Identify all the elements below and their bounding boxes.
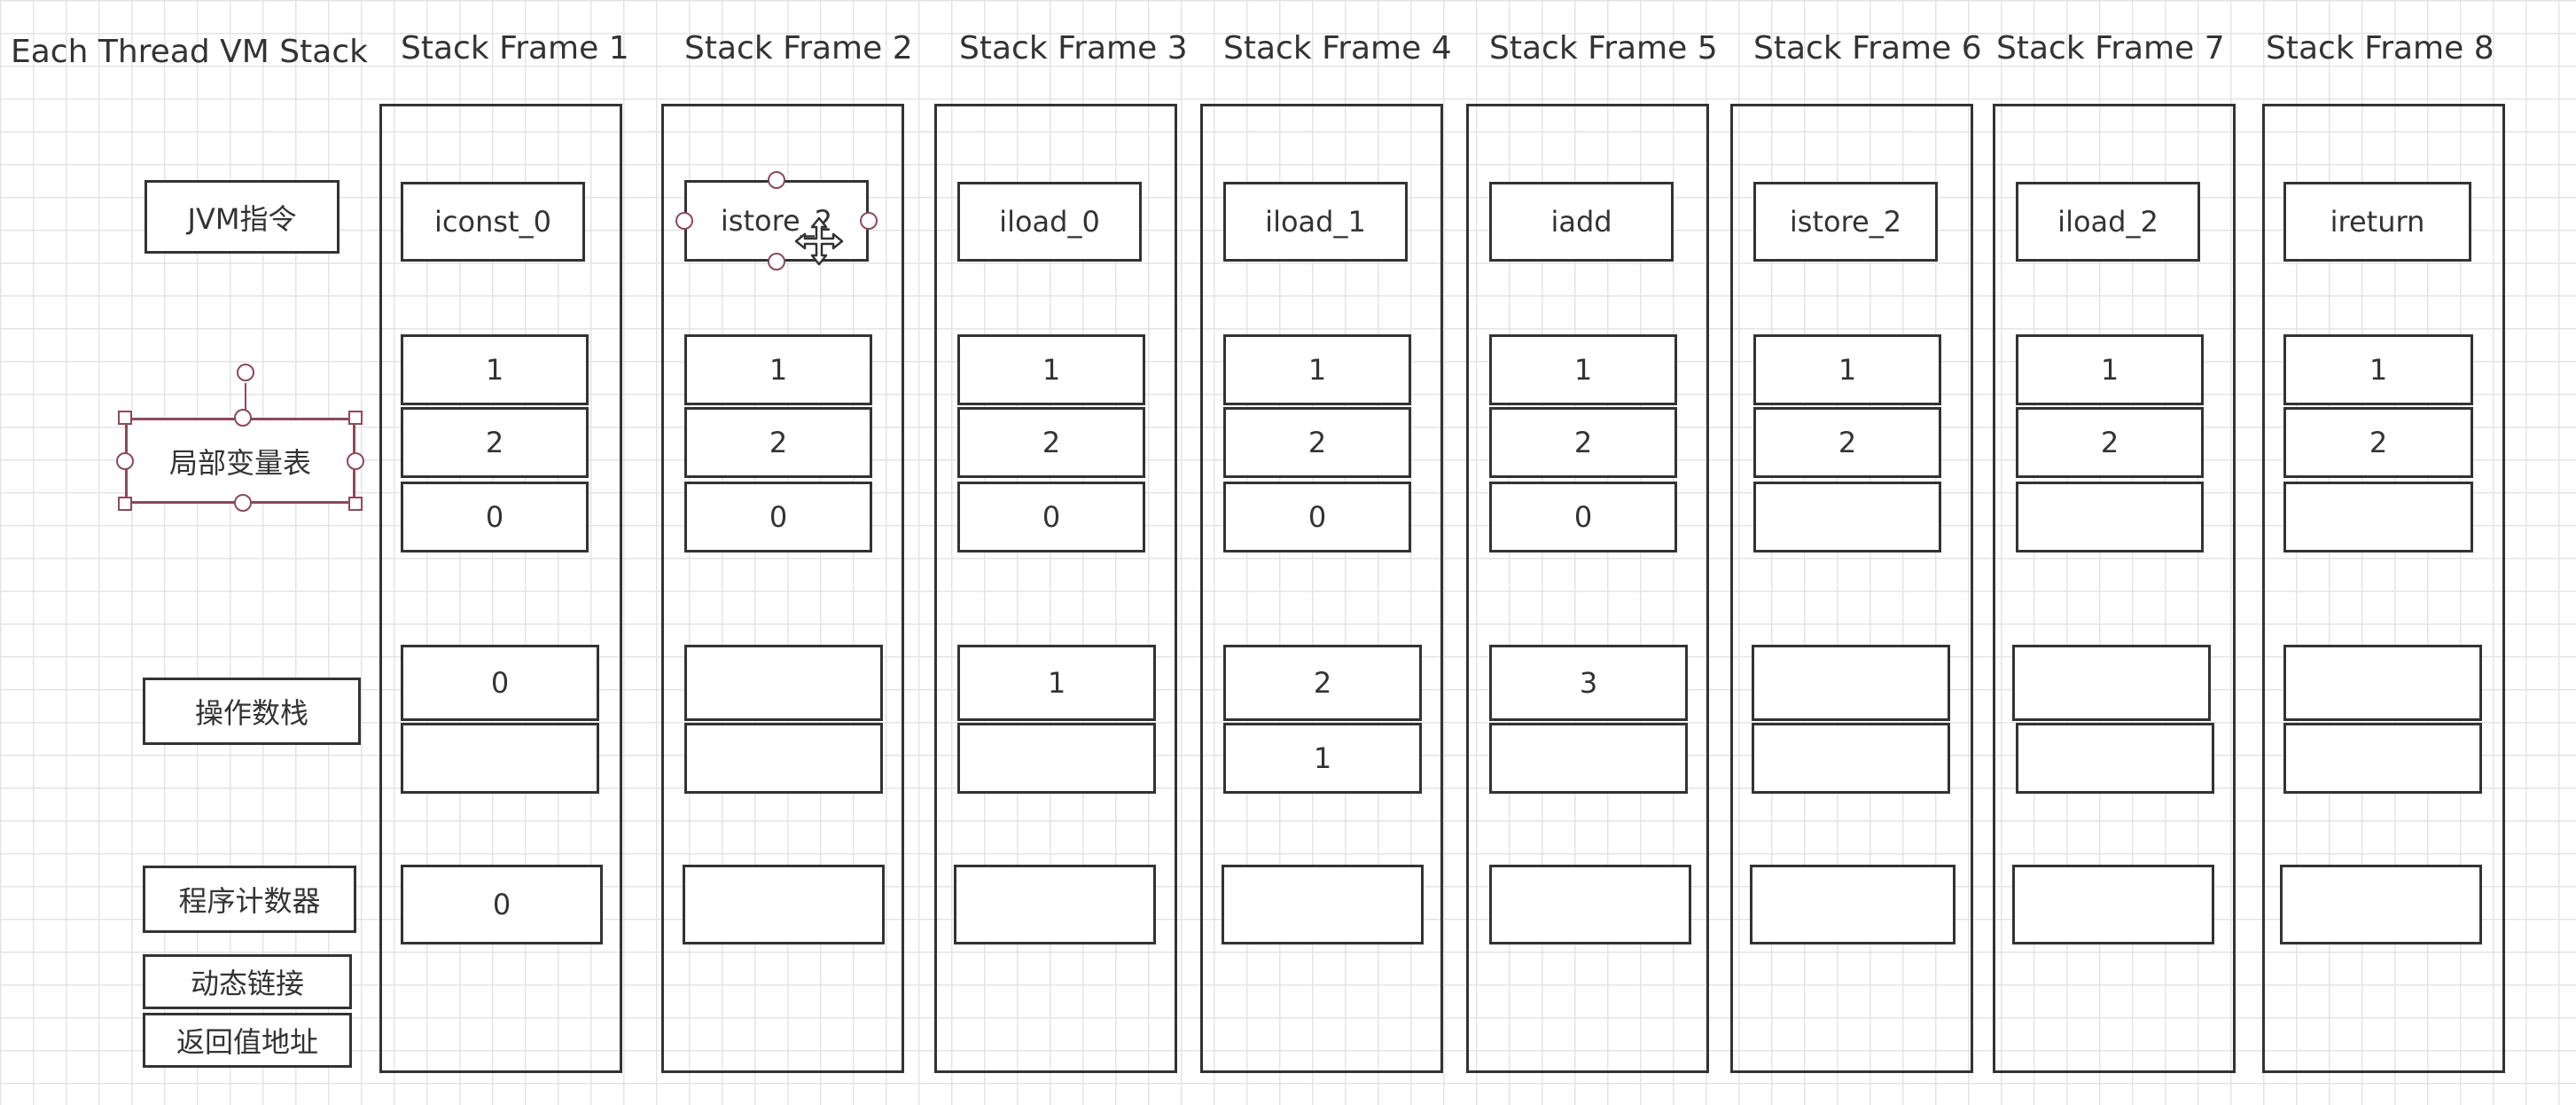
frame-6-operand-0[interactable] [1752,645,1950,721]
resize-handle-nw[interactable] [118,411,132,425]
stack-frame-4[interactable] [1200,104,1443,1073]
frame-2-pc[interactable] [683,865,885,944]
label-jvm-instruction[interactable]: JVM指令 [144,180,340,254]
frame-8-pc[interactable] [2280,865,2482,944]
frame-3-local-2[interactable]: 0 [957,482,1145,552]
frame-6-local-1[interactable]: 2 [1753,407,1941,478]
frame-8-operand-0[interactable] [2283,645,2482,721]
frame-7-local-1[interactable]: 2 [2016,407,2204,478]
frame-6-local-2[interactable] [1753,482,1941,552]
resize-handle-se[interactable] [348,497,363,511]
frame-5-operand-1[interactable] [1489,723,1688,794]
frame-6-title: Stack Frame 6 [1753,30,1982,67]
frame-7-instruction[interactable]: iload_2 [2016,182,2200,262]
frame-4-operand-0[interactable]: 2 [1223,645,1422,721]
stack-frame-2[interactable] [661,104,904,1073]
frame-8-local-2[interactable] [2283,482,2473,552]
rotate-handle[interactable] [237,364,254,381]
frame-4-local-2[interactable]: 0 [1223,482,1411,552]
label-return-address[interactable]: 返回值地址 [143,1013,352,1068]
stack-frame-7[interactable] [1993,104,2236,1073]
frame-4-title: Stack Frame 4 [1223,30,1452,67]
frame-7-operand-0[interactable] [2012,645,2211,721]
shape-handle-e[interactable] [860,212,878,230]
frame-1-local-1[interactable]: 2 [401,407,589,478]
stack-frame-8[interactable] [2262,104,2505,1073]
frame-3-operand-1[interactable] [957,723,1156,794]
resize-handle-ne[interactable] [348,411,363,425]
frame-1-instruction[interactable]: iconst_0 [401,182,585,262]
frame-1-pc[interactable]: 0 [401,865,603,944]
frame-1-local-0[interactable]: 1 [401,334,589,405]
frame-4-instruction[interactable]: iload_1 [1223,182,1408,262]
frame-7-pc[interactable] [2012,865,2214,944]
frame-5-local-1[interactable]: 2 [1489,407,1677,478]
frame-1-local-2[interactable]: 0 [401,482,589,552]
resize-handle-sw[interactable] [118,497,132,511]
stack-frame-3[interactable] [934,104,1177,1073]
frame-5-local-0[interactable]: 1 [1489,334,1677,405]
stack-frame-1[interactable] [379,104,622,1073]
frame-8-local-0[interactable]: 1 [2283,334,2473,405]
frame-8-local-1[interactable]: 2 [2283,407,2473,478]
frame-8-instruction[interactable]: ireturn [2283,182,2471,262]
frame-5-title: Stack Frame 5 [1489,30,1718,67]
label-local-variables[interactable]: 局部变量表 [125,418,355,504]
frame-2-operand-0[interactable] [684,645,883,721]
frame-7-operand-1[interactable] [2016,723,2214,794]
frame-1-operand-0[interactable]: 0 [401,645,599,721]
shape-handle-w[interactable] [675,212,693,230]
frame-4-local-0[interactable]: 1 [1223,334,1411,405]
frame-2-operand-1[interactable] [684,723,883,794]
stack-frame-5[interactable] [1466,104,1709,1073]
stack-frame-6[interactable] [1730,104,1973,1073]
frame-3-instruction[interactable]: iload_0 [957,182,1142,262]
frame-2-instruction[interactable]: istore_2 [684,180,869,262]
frame-2-local-0[interactable]: 1 [684,334,872,405]
frame-7-title: Stack Frame 7 [1996,30,2225,67]
resize-handle-w[interactable] [116,452,134,470]
frame-7-local-2[interactable] [2016,482,2204,552]
frame-6-pc[interactable] [1750,865,1955,944]
diagram-title: Each Thread VM Stack [11,34,368,70]
resize-handle-e[interactable] [347,452,364,470]
frame-5-local-2[interactable]: 0 [1489,482,1677,552]
frame-8-title: Stack Frame 8 [2266,30,2494,67]
frame-4-operand-1[interactable]: 1 [1223,723,1422,794]
frame-6-instruction[interactable]: istore_2 [1753,182,1938,262]
frame-7-local-0[interactable]: 1 [2016,334,2204,405]
frame-3-operand-0[interactable]: 1 [957,645,1156,721]
label-program-counter[interactable]: 程序计数器 [143,866,356,933]
frame-3-local-0[interactable]: 1 [957,334,1145,405]
resize-handle-s[interactable] [234,494,252,512]
frame-3-pc[interactable] [954,865,1156,944]
frame-5-pc[interactable] [1489,865,1691,944]
frame-2-local-1[interactable]: 2 [684,407,872,478]
frame-6-operand-1[interactable] [1752,723,1950,794]
frame-4-local-1[interactable]: 2 [1223,407,1411,478]
frame-2-title: Stack Frame 2 [684,30,913,67]
frame-4-pc[interactable] [1222,865,1424,944]
resize-handle-n[interactable] [234,409,252,427]
move-cursor-icon [794,216,844,266]
label-operand-stack[interactable]: 操作数栈 [143,678,361,745]
frame-5-instruction[interactable]: iadd [1489,182,1674,262]
shape-handle-n[interactable] [768,171,785,189]
label-dynamic-link[interactable]: 动态链接 [143,954,352,1009]
frame-8-operand-1[interactable] [2283,723,2482,794]
shape-handle-s[interactable] [768,253,785,270]
frame-3-local-1[interactable]: 2 [957,407,1145,478]
frame-3-title: Stack Frame 3 [959,30,1188,67]
frame-6-local-0[interactable]: 1 [1753,334,1941,405]
rotate-handle-line [245,383,246,418]
frame-2-local-2[interactable]: 0 [684,482,872,552]
frame-1-operand-1[interactable] [401,723,599,794]
frame-1-title: Stack Frame 1 [401,30,629,67]
frame-5-operand-0[interactable]: 3 [1489,645,1688,721]
